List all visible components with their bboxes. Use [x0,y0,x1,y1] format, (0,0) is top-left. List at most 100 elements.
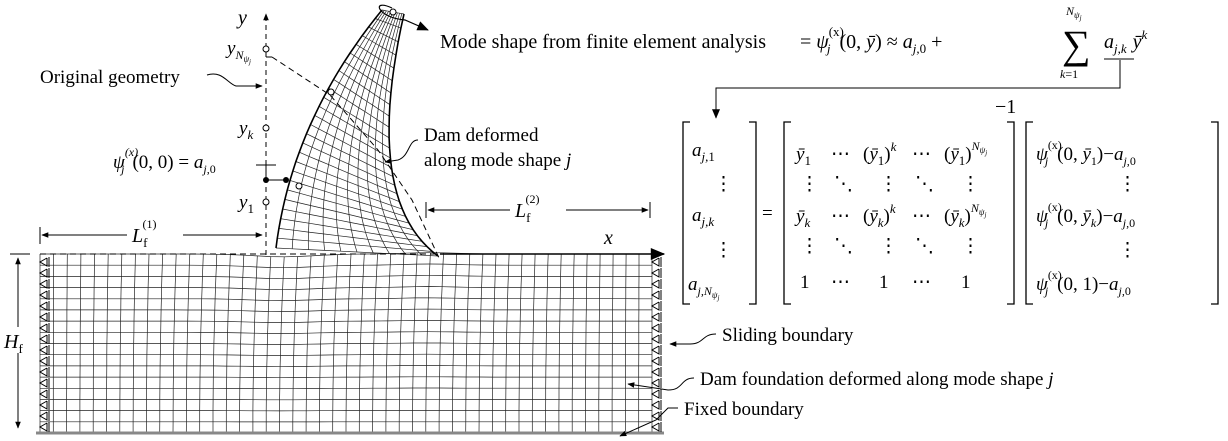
support-triangle [650,378,660,388]
m-r2-c1: ⋮ [800,174,819,195]
m-r5-c5: 1 [961,272,971,293]
m-r5-c2: ⋯ [831,272,850,293]
dam-mesh-col [357,12,396,253]
foundation-mesh-col [319,255,325,433]
support-triangle [38,356,48,366]
lhs-dots2: ⋮ [714,240,733,261]
m-r1-c5: (ȳ1)Nψj [944,139,987,168]
foundation-mesh-col [372,253,378,433]
dam-mesh-col [335,11,392,252]
foundation-mesh-col [239,255,245,433]
y-axis-label: y [236,7,247,29]
foundation-mesh-row [40,320,652,323]
m-r3-c3: (ȳk)k [863,201,896,230]
foundation-mesh-col [185,253,191,434]
support-triangle [38,367,48,377]
foundation-mesh [39,252,653,434]
m-r2-c5: ⋮ [961,174,980,195]
dam-mesh-col [322,11,389,251]
foundation-mesh-col [345,254,352,433]
support-triangle [38,312,48,322]
dam-deformed-pointer [384,139,419,164]
m-r5-c3: 1 [879,272,889,293]
dam-deformed-label-2: along mode shape j [424,150,571,171]
dam-node-2 [327,88,335,96]
m-r3-c5: (ȳk)Nψj [944,201,986,230]
support-triangle [650,345,660,355]
foundation-mesh-row [40,274,652,280]
lhs-ak: aj,k [692,205,714,229]
support-triangle [38,279,48,289]
x-axis-label: x [603,227,613,249]
foundation-mesh-col [398,253,405,433]
foundation-mesh-row [40,376,652,379]
sliding-boundary-label: Sliding boundary [722,325,854,346]
matrix-equation: aj,1 ⋮ aj,k ⋮ aj,Nψj = −1 ȳ1 ⋯ (ȳ1)k ⋯ (… [682,96,1219,305]
dam-deformed-label-1: Dam deformed [424,125,539,146]
foundation-mesh-col [305,255,312,433]
support-triangle [38,345,48,355]
foundation-mesh-row [40,263,652,269]
support-triangle [38,290,48,300]
m-r4-c2: ⋱ [834,236,853,257]
support-triangle [38,268,48,278]
foundation-mesh-row [40,353,652,356]
rhs-k: ψ(x)j(0, ȳk)−aj,0 [1036,200,1135,230]
dam-mesh-col [366,12,398,254]
dam-node-1 [295,182,303,190]
foundation-mesh-col [585,253,588,433]
m-r4-c1: ⋮ [800,236,819,257]
sum-symbol: ∑ [1062,22,1091,67]
fixed-boundary-pointer [619,407,678,437]
dam-mesh-col [307,10,387,250]
foundation-mesh-col [225,254,231,433]
Lf2-label-bg [510,192,566,222]
support-triangle [650,389,660,399]
foundation-mesh-col [106,253,109,433]
foundation-mesh-col [425,252,431,433]
matrix-bracket-left [783,121,791,305]
dam-mesh [275,9,439,257]
foundation-mesh-col [518,253,523,433]
support-triangle [650,367,660,377]
lhs-aN: aj,Nψj [688,274,719,302]
foundation-mesh-col [571,253,575,433]
support-triangle [38,257,48,267]
m-r3-c4: ⋯ [912,206,931,227]
foundation-mesh-col [212,254,218,433]
foundation-mesh-col [199,254,204,433]
m-r1-c2: ⋯ [831,144,850,165]
foundation-mesh-col [252,255,258,433]
psi-origin-label: ψ(x)j(0, 0) = aj,0 [113,145,216,176]
m-r2-c3: ⋮ [879,174,898,195]
m-r5-c4: ⋯ [912,272,931,293]
sliding-boundary-pointer [669,333,717,347]
foundation-mesh-col [119,253,123,433]
support-triangle [38,334,48,344]
support-triangle [650,279,660,289]
foundation-mesh-col [545,253,549,433]
support-triangle [650,257,660,267]
foundation-deformed-label: Dam foundation deformed along mode shape… [700,369,1054,390]
y-k-point [262,124,270,132]
support-triangle [38,301,48,311]
foundation-mesh-row [40,365,652,368]
support-triangle [650,301,660,311]
dam-mesh-col [374,13,406,255]
foundation-mesh-col [66,253,68,433]
dam-mesh-col [275,9,383,249]
sum-upper: Nψj [1065,4,1082,22]
rhs-bracket-right [1211,121,1219,305]
foundation-mesh-col [465,253,471,434]
foundation-mesh-col [478,253,484,434]
foundation-mesh-col [79,253,82,433]
rhs-dots2: ⋮ [1118,240,1137,261]
foundation-mesh-col [279,256,285,433]
matrix-bracket-right [1007,121,1015,305]
foundation-mesh-col [531,253,536,433]
crest-arrow [378,4,429,31]
m-r4-c4: ⋱ [915,236,934,257]
foundation-mesh-col [292,256,298,433]
